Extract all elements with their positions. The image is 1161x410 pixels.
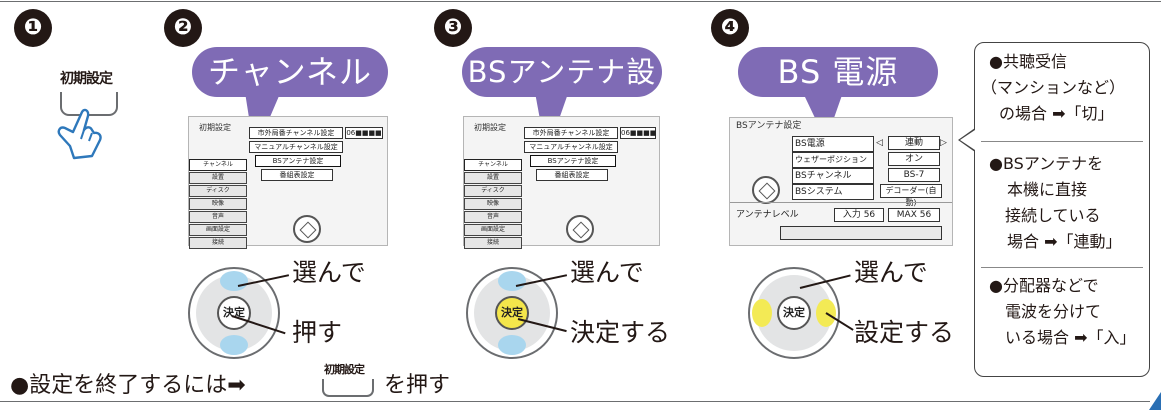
antenna-level-label: アンテナレベル <box>736 210 799 220</box>
bs-antenna-screen: BSアンテナ設定 BS電源 ◁ 連動 ▷ ウェザーポジション オン BSチャンネ… <box>729 117 953 246</box>
program-guide-item[interactable]: 番組表設定 <box>261 169 333 181</box>
press-label-2: 押す <box>292 318 343 347</box>
tab-display[interactable]: 画面設定 <box>189 224 247 236</box>
step-3-number: ❸ <box>434 9 472 47</box>
tab-disc[interactable]: ディスク <box>189 185 247 197</box>
manual-channel-item[interactable]: マニュアルチャンネル設定 <box>524 141 618 153</box>
weather-position-value[interactable]: オン <box>888 152 940 166</box>
tab-audio[interactable]: 音声 <box>464 211 522 223</box>
note-separator <box>981 141 1143 142</box>
top-rule <box>0 1 1161 2</box>
area-code-channel-item[interactable]: 市外局番チャンネル設定 <box>524 127 618 139</box>
tab-video[interactable]: 映像 <box>464 198 522 210</box>
dial-icon <box>293 215 321 243</box>
bs-power-value[interactable]: 連動 <box>888 136 940 150</box>
setup-menu-screen-2: 初期設定 チャンネル 設置 ディスク 映像 音声 画面設定 接続 市外局番チャン… <box>188 116 388 249</box>
setup-menu-screen-3: 初期設定 チャンネル 設置 ディスク 映像 音声 画面設定 接続 市外局番チャン… <box>463 116 660 249</box>
note-pointer-fill <box>960 130 975 150</box>
note-separator <box>981 267 1143 268</box>
step-2-number: ❷ <box>164 9 202 47</box>
bottom-rule <box>0 401 1150 402</box>
note-direct-line-3: 接続している <box>1005 206 1101 225</box>
dpad-3-up[interactable] <box>498 271 526 291</box>
note-direct-line-4: 場合 ➡「連動」 <box>1007 232 1122 251</box>
tab-disc[interactable]: ディスク <box>464 185 522 197</box>
bs-screen-title: BSアンテナ設定 <box>736 121 802 131</box>
footer-button-caption: 初期設定 <box>324 363 365 376</box>
note-splitter-line-1: ●分配器などで <box>989 276 1099 295</box>
bs-power-bubble: BS 電源 <box>738 47 938 97</box>
tab-video[interactable]: 映像 <box>189 198 247 210</box>
note-shared-line-3: の場合 ➡「切」 <box>999 104 1114 123</box>
tab-channel[interactable]: チャンネル <box>464 159 522 171</box>
dpad-4-left[interactable] <box>752 299 772 327</box>
program-guide-item[interactable]: 番組表設定 <box>536 169 608 181</box>
tab-install[interactable]: 設置 <box>464 172 522 184</box>
setup-button-caption: 初期設定 <box>60 71 113 87</box>
tab-connection[interactable]: 接続 <box>189 237 247 249</box>
dpad-3[interactable]: 決定 <box>466 267 558 359</box>
tab-display[interactable]: 画面設定 <box>464 224 522 236</box>
dial-icon <box>566 215 594 243</box>
menu-value-field: 06■■■■ <box>620 127 657 139</box>
arrow-right-icon: ▷ <box>940 138 947 148</box>
corner-mark <box>1149 392 1161 410</box>
select-label-3: 選んで <box>570 258 644 287</box>
note-splitter-line-3: いる場合 ➡「入」 <box>1005 328 1136 347</box>
note-box: ●共聴受信 （マンションなど） の場合 ➡「切」 ●BSアンテナを 本機に直接 … <box>960 42 1150 377</box>
arrow-left-icon: ◁ <box>876 138 883 148</box>
dpad-2[interactable]: 決定 <box>188 267 280 359</box>
select-label-4: 選んで <box>854 258 928 287</box>
step-1-number: ❶ <box>14 9 52 47</box>
footer-tail: を押す <box>384 373 451 398</box>
dpad-2-ok[interactable]: 決定 <box>217 296 251 330</box>
select-label-2: 選んで <box>292 258 366 287</box>
max-level: MAX 56 <box>888 208 940 222</box>
note-splitter-line-2: 電波を分けて <box>1005 302 1102 321</box>
menu-title: 初期設定 <box>474 123 506 132</box>
dpad-3-down[interactable] <box>498 335 526 355</box>
note-shared-line-2: （マンションなど） <box>981 78 1126 97</box>
area-code-channel-item[interactable]: 市外局番チャンネル設定 <box>249 127 343 139</box>
dpad-3-ok[interactable]: 決定 <box>495 296 529 330</box>
dpad-2-up[interactable] <box>220 271 248 291</box>
level-divider <box>730 202 952 203</box>
channel-bubble: チャンネル <box>192 47 388 97</box>
footer-setup-button[interactable] <box>322 379 374 397</box>
dpad-2-down[interactable] <box>220 335 248 355</box>
bs-antenna-item[interactable]: BSアンテナ設定 <box>255 155 341 167</box>
bs-antenna-item[interactable]: BSアンテナ設定 <box>530 155 616 167</box>
note-direct-line-2: 本機に直接 <box>1007 180 1088 199</box>
menu-tabs: チャンネル 設置 ディスク 映像 音声 画面設定 接続 <box>464 159 522 250</box>
step-4-number: ❹ <box>711 9 749 47</box>
bs-system-value[interactable]: デコーダー(自動) <box>880 184 942 207</box>
note-shared-line-1: ●共聴受信 <box>989 52 1067 71</box>
bs-channel-value[interactable]: BS-7 <box>888 168 940 182</box>
menu-title: 初期設定 <box>199 123 231 132</box>
hand-pointer-icon <box>57 108 102 160</box>
bs-antenna-bubble: BSアンテナ設定 <box>462 47 662 139</box>
tab-channel[interactable]: チャンネル <box>189 159 247 171</box>
bs-channel-label: BSチャンネル <box>792 168 874 184</box>
menu-value-field: 06■■■■ <box>345 127 383 139</box>
bs-system-label: BSシステム <box>792 184 874 200</box>
tab-install[interactable]: 設置 <box>189 172 247 184</box>
manual-channel-item[interactable]: マニュアルチャンネル設定 <box>249 141 343 153</box>
tab-audio[interactable]: 音声 <box>189 211 247 223</box>
set-label-4: 設定する <box>854 318 955 347</box>
note-direct-line-1: ●BSアンテナを <box>989 154 1104 173</box>
level-bar <box>780 226 942 240</box>
confirm-label-3: 決定する <box>570 318 671 347</box>
footer-lead: ●設定を終了するには➡ <box>10 373 246 398</box>
weather-position-label: ウェザーポジション <box>792 152 874 168</box>
tab-connection[interactable]: 接続 <box>464 237 522 249</box>
dpad-4-ok[interactable]: 決定 <box>777 296 811 330</box>
dial-icon <box>752 176 780 204</box>
menu-tabs: チャンネル 設置 ディスク 映像 音声 画面設定 接続 <box>189 159 247 250</box>
input-level: 入力 56 <box>834 208 884 222</box>
bs-power-label: BS電源 <box>792 136 874 152</box>
